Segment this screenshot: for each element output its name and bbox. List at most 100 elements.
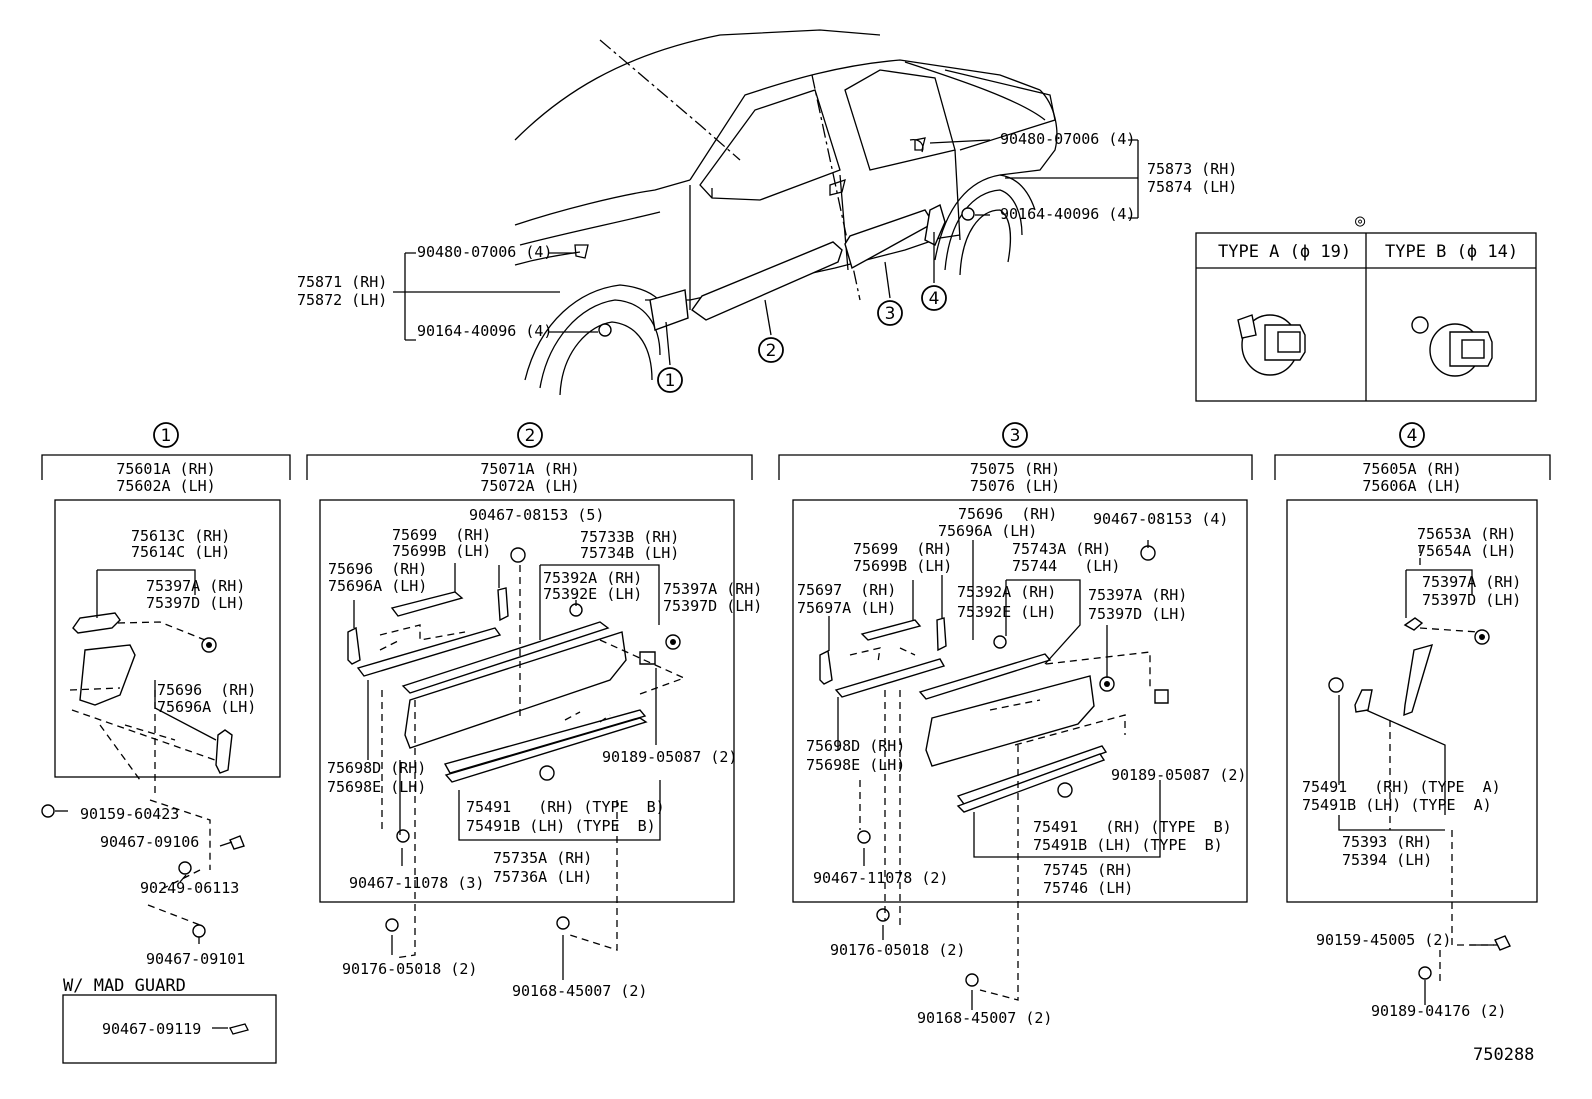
part-label: 75746 (LH)	[1043, 879, 1133, 897]
part-label: 75698D (RH)	[806, 737, 905, 755]
section-2-callout-number: 2	[525, 426, 536, 446]
part-label: 75392E (LH)	[957, 603, 1056, 621]
part-label: 75654A (LH)	[1417, 542, 1516, 560]
part-label: 75397D (LH)	[146, 594, 245, 612]
section-3-assembly-number: 75076 (LH)	[970, 477, 1060, 495]
section-3-assembly-number: 75075 (RH)	[970, 460, 1060, 478]
callout-3: 3	[877, 300, 903, 326]
car-illustration	[393, 29, 1139, 396]
part-label: 75397A (RH)	[146, 577, 245, 595]
clip-type-a-icon	[1237, 314, 1306, 376]
section-3-callout: 3	[1002, 422, 1028, 448]
part-label: 75873 (RH)	[1147, 160, 1237, 178]
part-label: 75613C (RH)	[131, 527, 230, 545]
part-label: 90467-11078 (2)	[813, 869, 948, 887]
part-label: 75614C (LH)	[131, 543, 230, 561]
clip-type-box: ◎ TYPE A (ϕ 19) TYPE B (ϕ 14)	[1195, 211, 1537, 402]
part-label: 90480-07006 (4)	[1000, 130, 1135, 148]
mud-guard-part-number: 90467-09119	[102, 1020, 201, 1038]
section-4-assembly-number: 75605A (RH)	[1362, 460, 1461, 478]
section-1-callout: 1	[153, 422, 179, 448]
section-3-parts	[819, 540, 1169, 1010]
part-label: 75699B (LH)	[853, 557, 952, 575]
section-4-callout: 4	[1399, 422, 1425, 448]
section-4-parts	[1328, 545, 1511, 1005]
part-label: 75697A (LH)	[797, 599, 896, 617]
part-label: 90164-40096 (4)	[417, 322, 552, 340]
part-label: 75392A (RH)	[957, 583, 1056, 601]
part-label: 75696 (RH)	[157, 681, 256, 699]
section-2-assembly-number: 75072A (LH)	[480, 477, 579, 495]
figure-number: 750288	[1473, 1045, 1534, 1065]
part-label: 75491 (RH) (TYPE B)	[1033, 818, 1232, 836]
part-label: 75698E (LH)	[806, 756, 905, 774]
clip-type-b-icon	[1411, 316, 1493, 377]
callout-2-number: 2	[766, 341, 777, 361]
section-text: 1 75601A (RH)75602A (LH) 75613C (RH)75614C…	[80, 422, 1521, 1027]
part-label: 75696 (RH)	[328, 560, 427, 578]
part-label: 75872 (LH)	[297, 291, 387, 309]
part-label: 75491B (LH) (TYPE B)	[1033, 836, 1223, 854]
part-label: 75397D (LH)	[663, 597, 762, 615]
part-label: 75871 (RH)	[297, 273, 387, 291]
part-label: 75392E (LH)	[543, 585, 642, 603]
part-label: 75653A (RH)	[1417, 525, 1516, 543]
part-label: 75397D (LH)	[1422, 591, 1521, 609]
part-label: 90467-09106	[100, 833, 199, 851]
part-label: 75392A (RH)	[543, 569, 642, 587]
callout-1-number: 1	[665, 371, 676, 391]
section-frames	[41, 454, 1551, 1064]
part-label: 75696 (RH)	[958, 505, 1057, 523]
part-label: 75394 (LH)	[1342, 851, 1432, 869]
part-label: 75696A (LH)	[328, 577, 427, 595]
part-label: 90159-45005 (2)	[1316, 931, 1451, 949]
part-label: 75697 (RH)	[797, 581, 896, 599]
section-1-parts	[41, 569, 249, 1035]
part-label: 75734B (LH)	[580, 544, 679, 562]
section-2-callout: 2	[517, 422, 543, 448]
part-label: 75699 (RH)	[392, 526, 491, 544]
part-label: 90467-08153 (4)	[1093, 510, 1228, 528]
callout-3-number: 3	[885, 304, 896, 324]
section-3-callout-number: 3	[1010, 426, 1021, 446]
part-label: 90189-05087 (2)	[602, 748, 737, 766]
part-label: 90467-09101	[146, 950, 245, 968]
section-4-callout-number: 4	[1407, 426, 1418, 446]
callout-4-number: 4	[929, 289, 940, 309]
part-label: 90164-40096 (4)	[1000, 205, 1135, 223]
section-4-assembly-number: 75606A (LH)	[1362, 477, 1461, 495]
part-label: 75397A (RH)	[1422, 573, 1521, 591]
section-1-callout-number: 1	[161, 426, 172, 446]
part-label: 75735A (RH)	[493, 849, 592, 867]
part-label: 75744 (LH)	[1012, 557, 1120, 575]
part-label: 75743A (RH)	[1012, 540, 1111, 558]
part-label: 90467-11078 (3)	[349, 874, 484, 892]
part-label: 75733B (RH)	[580, 528, 679, 546]
part-label: 75397D (LH)	[1088, 605, 1187, 623]
section-2-assembly-number: 75071A (RH)	[480, 460, 579, 478]
part-label: 75696A (LH)	[157, 698, 256, 716]
part-label: 75699B (LH)	[392, 542, 491, 560]
part-label: 90176-05018 (2)	[830, 941, 965, 959]
top-labels: 90480-07006 (4) 75871 (RH)75872 (LH) 90164…	[297, 130, 1237, 340]
section-1-assembly-number: 75602A (LH)	[116, 477, 215, 495]
part-label: 90189-05087 (2)	[1111, 766, 1246, 784]
part-label: 75491B (LH) (TYPE B)	[466, 817, 656, 835]
part-label: 90159-60423	[80, 805, 179, 823]
clip-type-a-label: TYPE A (ϕ 19)	[1218, 242, 1351, 262]
part-label: 90168-45007 (2)	[512, 982, 647, 1000]
part-label: 75397A (RH)	[1088, 586, 1187, 604]
clip-marker-symbol: ◎	[1355, 211, 1366, 231]
part-label: 90189-04176 (2)	[1371, 1002, 1506, 1020]
mud-guard-title: W/ MAD GUARD	[63, 976, 186, 996]
part-label: 90480-07006 (4)	[417, 243, 552, 261]
part-label: 75699 (RH)	[853, 540, 952, 558]
part-label: 75745 (RH)	[1043, 861, 1133, 879]
part-label: 90168-45007 (2)	[917, 1009, 1052, 1027]
top-callouts: 1 2 3 4	[657, 285, 947, 393]
callout-1: 1	[657, 367, 683, 393]
part-label: 75698D (RH)	[327, 759, 426, 777]
callout-4: 4	[921, 285, 947, 311]
section-1-assembly-number: 75601A (RH)	[116, 460, 215, 478]
